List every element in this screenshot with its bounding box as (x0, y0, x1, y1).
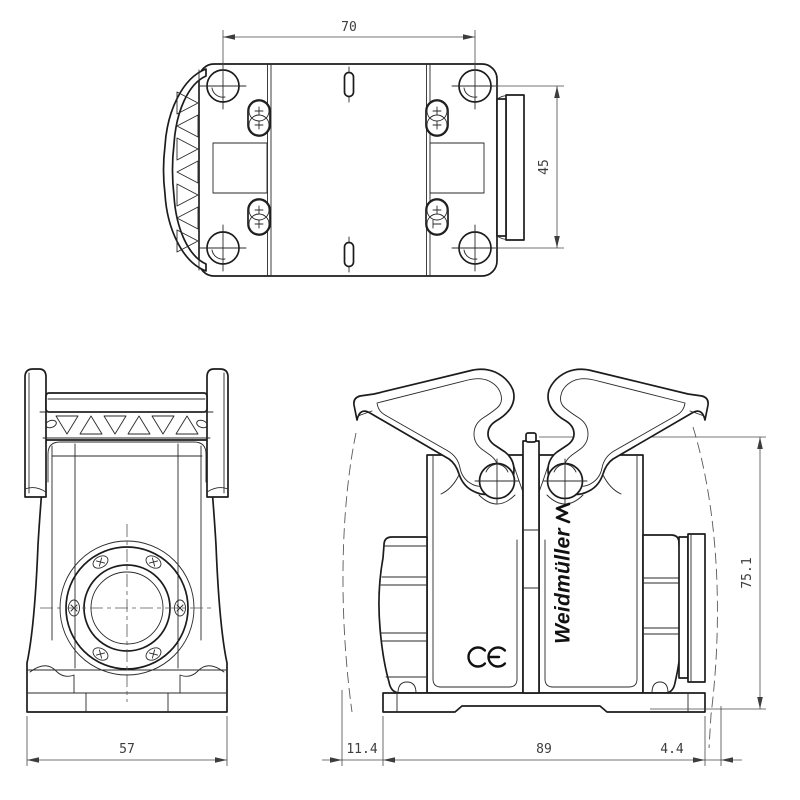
brand-logo-text: Weidmüller (552, 527, 575, 644)
mounting-holes (199, 62, 499, 272)
cable-gland (678, 533, 706, 683)
flange-screws (68, 555, 186, 661)
dim-text-45: 45 (537, 159, 552, 175)
dimension-side-height: 75.1 (650, 437, 766, 710)
dim-text-89: 89 (536, 742, 552, 757)
right-cavity (429, 142, 485, 194)
top-view-lever (162, 68, 207, 272)
center-pin (522, 432, 540, 694)
lever-swing-arc-right (692, 426, 718, 749)
right-flange (642, 534, 684, 694)
dimension-side-bottom: 11.4 89 4.4 (322, 690, 742, 766)
dimension-top-height: 45 (494, 85, 564, 249)
dimension-front-width: 57 (26, 716, 228, 766)
guide-posts (24, 368, 229, 498)
left-cavity (212, 142, 268, 194)
cable-flange (40, 524, 214, 702)
centerlines (40, 524, 214, 702)
side-view: Weidmüller 11.4 89 4.4 75.1 (322, 368, 766, 766)
dim-text-70: 70 (341, 20, 357, 35)
lever-bar (39, 392, 214, 439)
dimension-top-width: 70 (222, 20, 476, 80)
center-slots (343, 66, 355, 273)
side-base (382, 692, 706, 713)
pivot-bolts (474, 458, 588, 504)
left-flange (378, 536, 428, 694)
top-view-latch-rail (496, 94, 525, 241)
top-view: 70 45 (162, 20, 564, 277)
ce-mark-icon (467, 646, 509, 668)
lever-swing-arc-left (342, 432, 357, 713)
dim-text-4-4: 4.4 (660, 742, 684, 757)
dim-text-75-1: 75.1 (740, 557, 755, 588)
dim-text-11-4: 11.4 (346, 742, 377, 757)
front-view: 57 (24, 368, 229, 766)
weidmueller-logo-icon (555, 502, 571, 524)
dim-text-57: 57 (119, 742, 135, 757)
screw-slots (247, 99, 449, 236)
